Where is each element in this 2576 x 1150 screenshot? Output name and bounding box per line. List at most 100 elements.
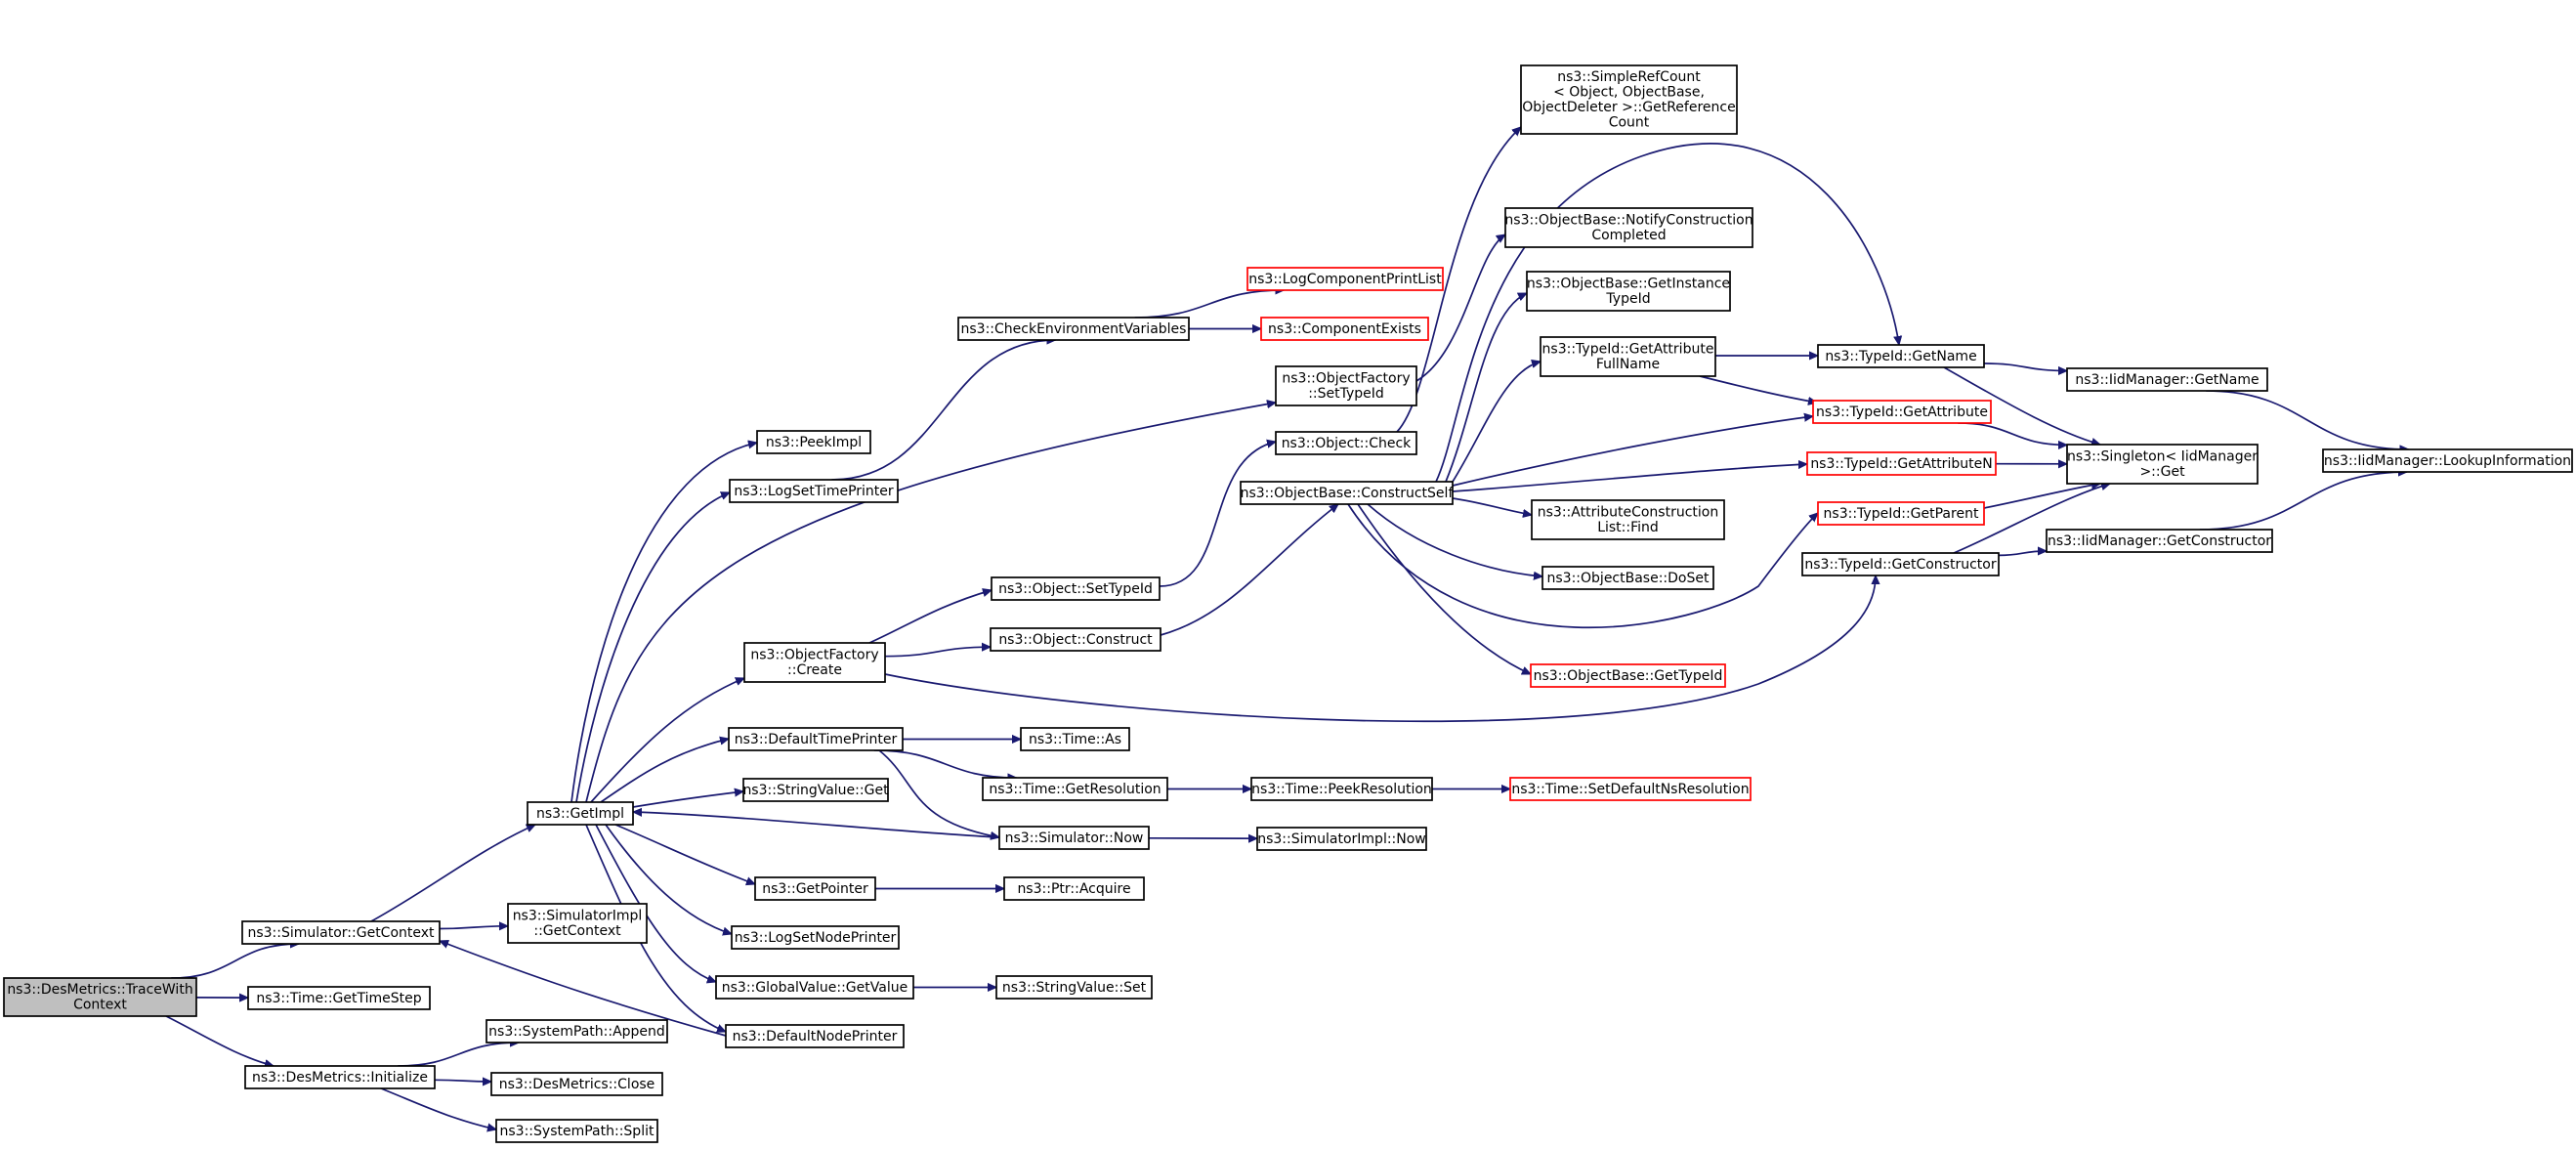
function-node[interactable]: ns3::ObjectBase::ConstructSelf [1240, 481, 1455, 505]
function-node[interactable]: ns3::Object::SetTypeId [991, 576, 1161, 601]
function-node[interactable]: ns3::ObjectFactory::SetTypeId [1275, 365, 1417, 406]
function-node-label: List::Find [1597, 520, 1659, 535]
call-edge [1452, 416, 1813, 487]
function-node[interactable]: ns3::SimulatorImpl::GetContext [507, 903, 648, 944]
call-edge-line [1452, 464, 1807, 492]
call-edge [831, 340, 1055, 481]
function-node[interactable]: ns3::DefaultTimePrinter [728, 727, 904, 751]
call-edge [171, 944, 299, 979]
function-node[interactable]: ns3::TypeId::GetConstructor [1801, 552, 2000, 576]
function-node-box [1275, 431, 1417, 455]
function-node[interactable]: ns3::DefaultNodePrinter [725, 1024, 905, 1048]
function-node[interactable]: ns3::IidManager::GetName [2066, 367, 2268, 392]
function-node[interactable]: ns3::Time::GetResolution [982, 777, 1168, 801]
function-node[interactable]: ns3::GlobalValue::GetValue [715, 975, 914, 1000]
call-edge [1452, 362, 1541, 483]
function-node[interactable]: ns3::Time::SetDefaultNsResolution [1509, 777, 1752, 801]
function-node-label: ns3::TypeId::GetParent [1824, 506, 1979, 522]
function-node[interactable]: ns3::LogSetNodePrinter [731, 925, 900, 950]
call-edge-line [1357, 503, 1531, 675]
function-node-box [527, 801, 634, 826]
call-edge [1396, 127, 1521, 433]
function-node[interactable]: ns3::ObjectFactory::Create [743, 642, 886, 683]
function-node-label: ns3::SystemPath::Split [500, 1124, 655, 1139]
function-node-box [1504, 207, 1753, 248]
call-edge-line [632, 791, 743, 808]
call-edge [1435, 143, 1899, 483]
call-edge-line [1452, 362, 1541, 483]
function-node-box [991, 576, 1161, 601]
function-node[interactable]: ns3::Simulator::GetContext [241, 920, 441, 945]
function-node[interactable]: ns3::ComponentExists [1260, 317, 1429, 341]
function-node[interactable]: ns3::Time::As [1020, 727, 1130, 751]
function-node[interactable]: ns3::Object::Check [1275, 431, 1417, 455]
function-node[interactable]: ns3::ObjectBase::NotifyConstructionCompl… [1504, 207, 1753, 248]
function-node-label: ns3::CheckEnvironmentVariables [961, 321, 1187, 337]
function-node-label: ns3::ObjectBase::GetInstance [1527, 277, 1730, 292]
function-node-label: ObjectDeleter >::GetReference [1522, 100, 1735, 115]
function-node-box [486, 1019, 668, 1044]
function-node[interactable]: ns3::SimpleRefCount< Object, ObjectBase,… [1520, 64, 1738, 135]
function-node-label: ns3::Singleton< IidManager [2067, 449, 2258, 465]
call-edge [878, 749, 999, 837]
call-edge-line [1134, 290, 1285, 319]
function-node-label: ns3::Time::As [1029, 732, 1121, 747]
function-node-label: ns3::GlobalValue::GetValue [722, 980, 908, 996]
function-node-box [1540, 336, 1716, 377]
function-node[interactable]: ns3::TypeId::GetName [1817, 344, 1985, 368]
function-node[interactable]: ns3::ObjectBase::GetTypeId [1530, 663, 1726, 688]
function-node-label: ns3::Simulator::Now [1005, 831, 1144, 846]
call-edge [884, 575, 1876, 723]
function-node[interactable]: ns3::DesMetrics::Initialize [244, 1065, 436, 1089]
function-node[interactable]: ns3::LogSetTimePrinter [729, 479, 899, 503]
function-node[interactable]: ns3::DesMetrics::Close [490, 1072, 663, 1096]
function-node[interactable]: ns3::Time::GetTimeStep [247, 986, 431, 1010]
function-node-box [241, 920, 441, 945]
function-node[interactable]: ns3::IidManager::GetConstructor [2046, 529, 2273, 553]
function-node[interactable]: ns3::GetPointer [754, 876, 876, 901]
function-node[interactable]: ns3::Simulator::Now [998, 826, 1150, 850]
function-node-label: ns3::SystemPath::Append [488, 1024, 665, 1040]
function-node[interactable]: ns3::SystemPath::Split [495, 1119, 658, 1143]
function-node-label: ns3::TypeId::GetName [1825, 349, 1976, 364]
function-node[interactable]: ns3::PeekImpl [756, 430, 871, 454]
call-edge-line [614, 824, 755, 884]
call-edge-line [1452, 497, 1532, 515]
function-node-label: ns3::ObjectFactory [1282, 371, 1410, 387]
function-node[interactable]: ns3::LogComponentPrintList [1246, 267, 1444, 291]
function-node[interactable]: ns3::StringValue::Set [995, 975, 1153, 1000]
function-node[interactable]: ns3::Object::Construct [990, 627, 1161, 652]
function-node-label: Completed [1591, 228, 1666, 243]
function-node-label: ns3::ObjectBase::ConstructSelf [1241, 486, 1455, 501]
function-node[interactable]: ns3::CheckEnvironmentVariables [957, 317, 1190, 341]
call-edge [1367, 503, 1542, 576]
function-node[interactable]: ns3::GetImpl [527, 801, 634, 826]
function-node-box [742, 778, 889, 802]
function-node[interactable]: ns3::StringValue::Get [742, 778, 889, 802]
call-edge [884, 647, 991, 658]
function-node[interactable]: ns3::TypeId::GetParent [1817, 501, 1985, 526]
function-node-box [244, 1065, 436, 1089]
function-node[interactable]: ns3::Time::PeekResolution [1250, 777, 1433, 801]
call-edge-line [868, 590, 992, 644]
function-node[interactable]: ns3::SimulatorImpl::Now [1256, 827, 1427, 851]
function-node[interactable]: ns3::Singleton< IidManager>::Get [2066, 444, 2259, 485]
function-node-label: ::SetTypeId [1308, 386, 1384, 402]
function-node-label: TypeId [1605, 291, 1650, 307]
function-node-label: ns3::DesMetrics::TraceWith [7, 982, 192, 998]
function-node[interactable]: ns3::TypeId::GetAttribute [1812, 400, 1992, 424]
function-node[interactable]: ns3::IidManager::LookupInformation [2322, 448, 2573, 473]
function-node[interactable]: ns3::Ptr::Acquire [1003, 876, 1145, 901]
call-edge-line [1396, 127, 1521, 433]
function-node[interactable]: ns3::TypeId::GetAttributeN [1806, 451, 1997, 476]
call-edge-line [165, 1015, 274, 1066]
function-node[interactable]: ns3::SystemPath::Append [486, 1019, 668, 1044]
function-node-label: ns3::TypeId::GetConstructor [1804, 557, 1996, 573]
function-node-label: ns3::LogSetTimePrinter [734, 484, 894, 499]
function-node[interactable]: ns3::ObjectBase::DoSet [1541, 566, 1714, 590]
call-edge [1160, 504, 1338, 636]
function-node-box [247, 986, 431, 1010]
